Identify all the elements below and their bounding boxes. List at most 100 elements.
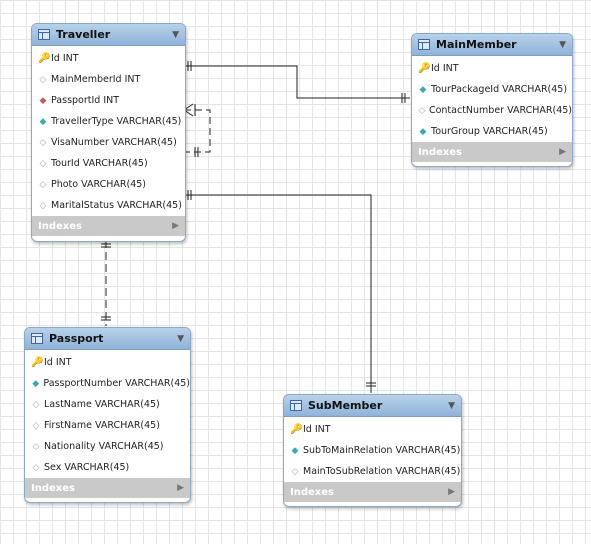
column-icon: ◇ [32, 441, 40, 452]
relationship-traveller-submember[interactable] [184, 190, 376, 393]
column-row[interactable]: 🔑Id INT [284, 419, 461, 440]
column-list: 🔑Id INT ◆ TourPackageId VARCHAR(45) ◇Contac… [412, 56, 572, 142]
indexes-bar[interactable]: Indexes ▶ [412, 142, 572, 162]
column-label: VisaNumber VARCHAR(45) [51, 137, 177, 148]
column-icon: ◇ [418, 105, 426, 116]
column-icon: ◇ [39, 179, 47, 190]
column-row[interactable]: ◇ FirstName VARCHAR(45) [25, 415, 190, 436]
table-header[interactable]: Passport ▼ [25, 328, 190, 350]
column-label: FirstName VARCHAR(45) [44, 420, 160, 431]
column-icon: ◇ [39, 200, 47, 211]
column-row[interactable]: ◆ PassportId INT [32, 90, 185, 111]
column-icon: ◇ [32, 420, 40, 431]
table-icon [290, 400, 302, 411]
column-label: Photo VARCHAR(45) [51, 179, 147, 190]
primary-key-icon: 🔑 [290, 423, 303, 435]
column-row[interactable]: ◆ TravellerType VARCHAR(45) [32, 111, 185, 132]
column-label: Id INT [51, 53, 79, 64]
indexes-label: Indexes [38, 220, 82, 232]
column-label: SubToMainRelation VARCHAR(45) [303, 445, 461, 456]
column-row[interactable]: 🔑Id INT [25, 352, 190, 373]
table-icon [418, 39, 430, 50]
column-row[interactable]: ◇ MainToSubRelation VARCHAR(45) [284, 461, 461, 482]
table-name: SubMember [308, 399, 383, 412]
column-row[interactable]: ◇ Sex VARCHAR(45) [25, 457, 190, 478]
column-icon: ◇ [32, 399, 40, 410]
column-label: PassportId INT [51, 95, 120, 106]
column-icon: ◇ [291, 466, 299, 477]
column-label: LastName VARCHAR(45) [44, 399, 160, 410]
column-row[interactable]: ◆PassportNumber VARCHAR(45) [25, 373, 190, 394]
column-row[interactable]: ◇ TourId VARCHAR(45) [32, 153, 185, 174]
indexes-bar[interactable]: Indexes ▶ [25, 478, 190, 498]
indexes-label: Indexes [31, 482, 75, 494]
table-icon [31, 333, 43, 344]
column-icon: ◇ [32, 462, 40, 473]
column-label: ContactNumber VARCHAR(45) [428, 105, 572, 116]
primary-key-icon: 🔑 [418, 62, 431, 74]
indexes-label: Indexes [418, 146, 462, 158]
column-list: 🔑Id INT◆PassportNumber VARCHAR(45)◇LastN… [25, 350, 190, 478]
column-label: Id INT [303, 424, 331, 435]
relationship-traveller-self[interactable] [183, 103, 211, 157]
column-row[interactable]: ◇ LastName VARCHAR(45) [25, 394, 190, 415]
column-label: PassportNumber VARCHAR(45) [43, 378, 190, 389]
expand-arrow-icon[interactable]: ▶ [172, 221, 179, 231]
column-label: Id INT [431, 63, 459, 74]
foreign-key-icon: ◆ [39, 95, 47, 106]
table-submember[interactable]: SubMember ▼ 🔑Id INT ◆ SubToMainRelation VA… [283, 394, 462, 507]
table-header[interactable]: SubMember ▼ [284, 395, 461, 417]
table-passport[interactable]: Passport ▼ 🔑Id INT◆PassportNumber VARCHA… [24, 327, 191, 503]
not-null-column-icon: ◆ [39, 116, 47, 127]
indexes-bar[interactable]: Indexes ▶ [284, 482, 461, 502]
column-label: TourPackageId VARCHAR(45) [431, 84, 568, 95]
column-label: TourGroup VARCHAR(45) [431, 126, 548, 137]
not-null-column-icon: ◆ [291, 445, 299, 456]
relationship-traveller-passport[interactable] [101, 240, 111, 326]
column-row[interactable]: ◇ Nationality VARCHAR(45) [25, 436, 190, 457]
column-row[interactable]: ◇MaritalStatus VARCHAR(45) [32, 195, 185, 216]
indexes-bar[interactable]: Indexes ▶ [32, 216, 185, 236]
expand-arrow-icon[interactable]: ▶ [177, 483, 184, 493]
column-icon: ◇ [39, 137, 47, 148]
relationship-traveller-mainmember[interactable] [184, 61, 410, 103]
not-null-column-icon: ◆ [419, 126, 427, 137]
column-list: 🔑Id INT ◆ SubToMainRelation VARCHAR(45) ◇ Ma… [284, 417, 461, 482]
not-null-column-icon: ◆ [419, 84, 427, 95]
column-row[interactable]: ◇ Photo VARCHAR(45) [32, 174, 185, 195]
table-header[interactable]: Traveller ▼ [32, 24, 185, 46]
not-null-column-icon: ◆ [32, 378, 40, 389]
column-row[interactable]: ◆ TourPackageId VARCHAR(45) [412, 79, 572, 100]
column-label: TourId VARCHAR(45) [51, 158, 148, 169]
primary-key-icon: 🔑 [31, 356, 44, 368]
column-icon: ◇ [39, 158, 47, 169]
table-header[interactable]: MainMember ▼ [412, 34, 572, 56]
table-traveller[interactable]: Traveller ▼ 🔑Id INT ◇ MainMemberId INT ◆ Pas… [31, 23, 186, 242]
table-icon [38, 29, 50, 40]
column-label: TravellerType VARCHAR(45) [51, 116, 182, 127]
chevron-down-icon[interactable]: ▼ [172, 29, 179, 40]
column-icon: ◇ [39, 74, 47, 85]
table-name: Traveller [56, 28, 111, 41]
table-mainmember[interactable]: MainMember ▼ 🔑Id INT ◆ TourPackageId VARCH… [411, 33, 573, 167]
chevron-down-icon[interactable]: ▼ [559, 39, 566, 50]
column-row[interactable]: 🔑Id INT [32, 48, 185, 69]
column-row[interactable]: ◇ VisaNumber VARCHAR(45) [32, 132, 185, 153]
column-row[interactable]: ◇ContactNumber VARCHAR(45) [412, 100, 572, 121]
column-row[interactable]: 🔑Id INT [412, 58, 572, 79]
expand-arrow-icon[interactable]: ▶ [559, 147, 566, 157]
column-label: Id INT [44, 357, 72, 368]
primary-key-icon: 🔑 [38, 52, 51, 64]
column-label: Sex VARCHAR(45) [44, 462, 130, 473]
column-label: Nationality VARCHAR(45) [44, 441, 164, 452]
column-row[interactable]: ◇ MainMemberId INT [32, 69, 185, 90]
column-row[interactable]: ◆ TourGroup VARCHAR(45) [412, 121, 572, 142]
column-label: MainToSubRelation VARCHAR(45) [303, 466, 461, 477]
column-label: MainMemberId INT [51, 74, 141, 85]
chevron-down-icon[interactable]: ▼ [448, 400, 455, 411]
table-name: Passport [49, 332, 104, 345]
column-row[interactable]: ◆ SubToMainRelation VARCHAR(45) [284, 440, 461, 461]
chevron-down-icon[interactable]: ▼ [177, 333, 184, 344]
column-list: 🔑Id INT◇MainMemberId INT◆PassportId INT◆… [32, 46, 185, 216]
expand-arrow-icon[interactable]: ▶ [448, 487, 455, 497]
